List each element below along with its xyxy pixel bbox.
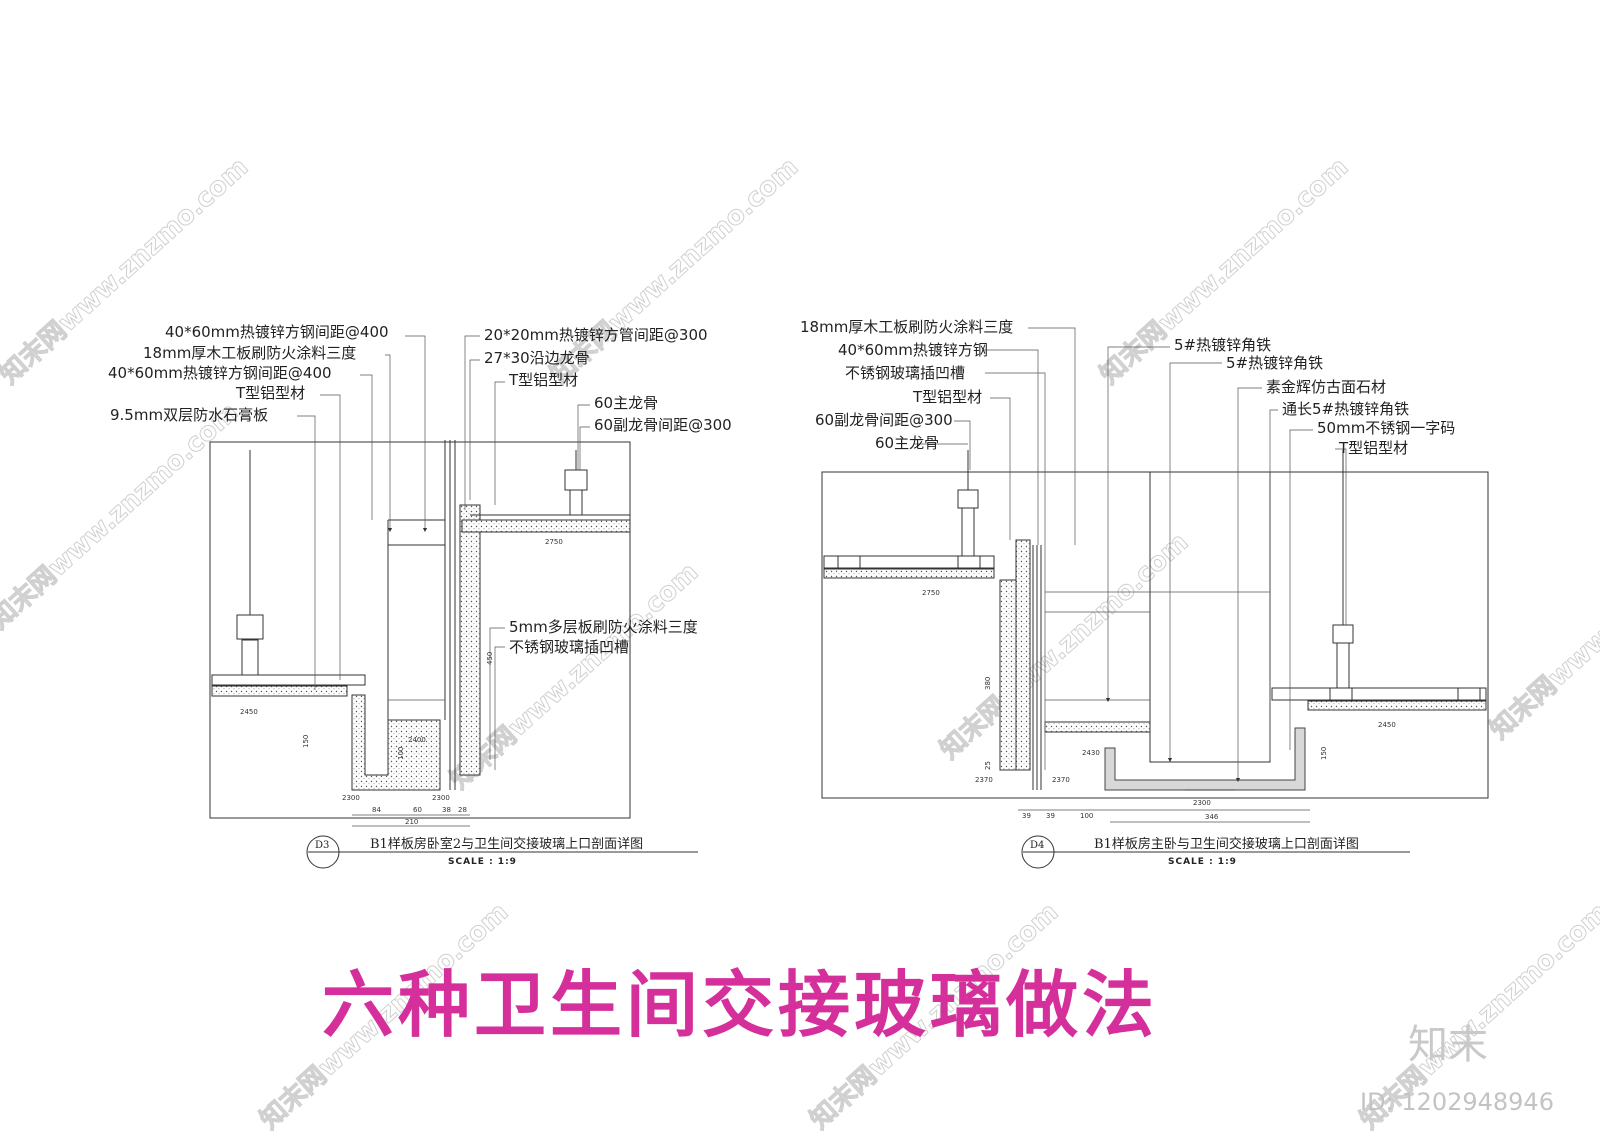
d3-hanger-clip bbox=[564, 469, 588, 491]
d3-label: T型铝型材 bbox=[508, 371, 578, 389]
d3-label: 27*30沿边龙骨 bbox=[484, 349, 590, 367]
d4-left-gypsum bbox=[823, 568, 995, 579]
d3-label: 40*60mm热镀锌方钢间距@400 bbox=[108, 364, 332, 382]
d4-dim: 380 bbox=[984, 677, 992, 690]
d3-tag: D3 bbox=[315, 840, 329, 851]
d3-title: B1样板房卧室2与卫生间交接玻璃上口剖面详图 bbox=[370, 836, 643, 852]
d3-level-2450: 2450 bbox=[240, 708, 258, 716]
d3-label: 不锈钢玻璃插凹槽 bbox=[509, 638, 629, 656]
d4-hanger-clip bbox=[1332, 624, 1354, 644]
d3-u-trough bbox=[351, 694, 441, 791]
d4-label: 素金辉仿古面石材 bbox=[1266, 378, 1386, 396]
d4-ledge bbox=[1044, 721, 1151, 733]
d4-level-2300: 2300 bbox=[1193, 799, 1211, 807]
d3-label: 5mm多层板刷防火涂料三度 bbox=[509, 618, 698, 636]
d4-dim: 100 bbox=[1080, 812, 1093, 820]
d3-label: 60主龙骨 bbox=[594, 394, 658, 412]
d4-bulkhead bbox=[1149, 471, 1271, 763]
brand-logo-text: 知末 bbox=[1408, 1022, 1488, 1068]
d3-leaders-right bbox=[464, 335, 590, 770]
d3-main-keel bbox=[569, 489, 583, 516]
d4-frame bbox=[821, 471, 1489, 799]
d4-label: T型铝型材 bbox=[912, 388, 982, 406]
d4-steel-tube bbox=[1015, 539, 1031, 771]
d3-dim: 150 bbox=[302, 735, 310, 748]
d4-label: 5#热镀锌角铁 bbox=[1174, 336, 1271, 354]
d3-left-ceiling-board bbox=[211, 674, 366, 686]
d3-label: 9.5mm双层防水石膏板 bbox=[110, 406, 268, 424]
detail-d3: 2750 2450 2400 2300 2300 150 100 450 84 … bbox=[108, 323, 732, 869]
watermark-text: 知末网www.znzmo.com bbox=[1485, 507, 1600, 745]
d4-level-2430: 2430 bbox=[1082, 749, 1100, 757]
d4-label: 50mm不锈钢一字码 bbox=[1317, 419, 1455, 437]
d3-level-2300: 2300 bbox=[432, 794, 450, 802]
d4-main-keel bbox=[961, 507, 975, 557]
d4-main-keel bbox=[1336, 642, 1350, 689]
d3-main-keel bbox=[241, 639, 259, 676]
d4-label: 5#热镀锌角铁 bbox=[1226, 354, 1323, 372]
d3-plywood-wall bbox=[459, 504, 481, 776]
d3-dim: 60 bbox=[413, 806, 422, 814]
d3-dim: 210 bbox=[405, 818, 418, 826]
d4-plywood-wall bbox=[999, 579, 1017, 771]
d4-dim: 150 bbox=[1320, 747, 1328, 760]
d3-dim: 28 bbox=[458, 806, 467, 814]
image-id: ID: 1202948946 bbox=[1360, 1088, 1554, 1116]
d3-frame bbox=[209, 441, 631, 819]
detail-d4: 2750 2450 2430 2370 2370 2300 380 25 150… bbox=[800, 318, 1489, 869]
d4-label: 40*60mm热镀锌方钢 bbox=[838, 341, 988, 359]
d3-level-2400: 2400 bbox=[408, 736, 426, 744]
d4-level-2450: 2450 bbox=[1378, 721, 1396, 729]
d4-level-2370: 2370 bbox=[975, 776, 993, 784]
d3-leaders-left bbox=[297, 335, 428, 690]
d4-level-2750: 2750 bbox=[922, 589, 940, 597]
d4-keel bbox=[1457, 687, 1481, 701]
d4-label: 通长5#热镀锌角铁 bbox=[1282, 400, 1409, 418]
d3-left-gypsum bbox=[211, 685, 348, 697]
watermark-text: 知末网www.znzmo.com bbox=[0, 397, 244, 635]
d3-dim: 450 bbox=[486, 652, 494, 665]
d3-level-2750: 2750 bbox=[545, 538, 563, 546]
d4-title: B1样板房主卧与卫生间交接玻璃上口剖面详图 bbox=[1094, 836, 1359, 852]
d3-dim: 38 bbox=[442, 806, 451, 814]
d4-dim: 25 bbox=[984, 761, 992, 770]
d4-scale: SCALE : 1:9 bbox=[1168, 857, 1237, 867]
d3-hanger-clip bbox=[236, 614, 264, 640]
d3-scale: SCALE : 1:9 bbox=[448, 857, 517, 867]
d4-keel bbox=[837, 555, 861, 569]
d4-label: 不锈钢玻璃插凹槽 bbox=[845, 364, 965, 382]
d3-dim: 84 bbox=[372, 806, 381, 814]
d4-dim: 39 bbox=[1022, 812, 1031, 820]
d4-dim: 346 bbox=[1205, 813, 1219, 821]
d4-right-gypsum bbox=[1307, 700, 1487, 711]
d4-left-ceiling-board bbox=[823, 555, 995, 569]
d3-label: 60副龙骨间距@300 bbox=[594, 416, 732, 434]
watermark-text: 知末网www.znzmo.com bbox=[445, 557, 705, 795]
d4-stone-trough bbox=[1104, 727, 1306, 791]
d4-tag: D4 bbox=[1030, 840, 1044, 851]
d4-label: 18mm厚木工板刷防火涂料三度 bbox=[800, 318, 1013, 336]
d4-level-2370: 2370 bbox=[1052, 776, 1070, 784]
d4-label: T型铝型材 bbox=[1338, 439, 1408, 457]
d3-label: 18mm厚木工板刷防火涂料三度 bbox=[143, 344, 356, 362]
d3-label: 40*60mm热镀锌方钢间距@400 bbox=[165, 323, 389, 341]
d4-right-ceiling-board bbox=[1271, 687, 1487, 701]
d4-hanger-clip bbox=[957, 489, 979, 509]
d3-label: 20*20mm热镀锌方管间距@300 bbox=[484, 326, 708, 344]
headline: 六种卫生间交接玻璃做法 bbox=[322, 963, 1158, 1047]
d4-dim: 39 bbox=[1046, 812, 1055, 820]
d4-label: 60主龙骨 bbox=[875, 434, 939, 452]
d3-dim: 100 bbox=[397, 747, 405, 760]
d3-right-ceiling bbox=[461, 519, 631, 533]
d3-level-2300: 2300 bbox=[342, 794, 360, 802]
d4-leaders bbox=[914, 327, 1347, 783]
d3-label: T型铝型材 bbox=[235, 384, 305, 402]
d4-label: 60副龙骨间距@300 bbox=[815, 411, 953, 429]
